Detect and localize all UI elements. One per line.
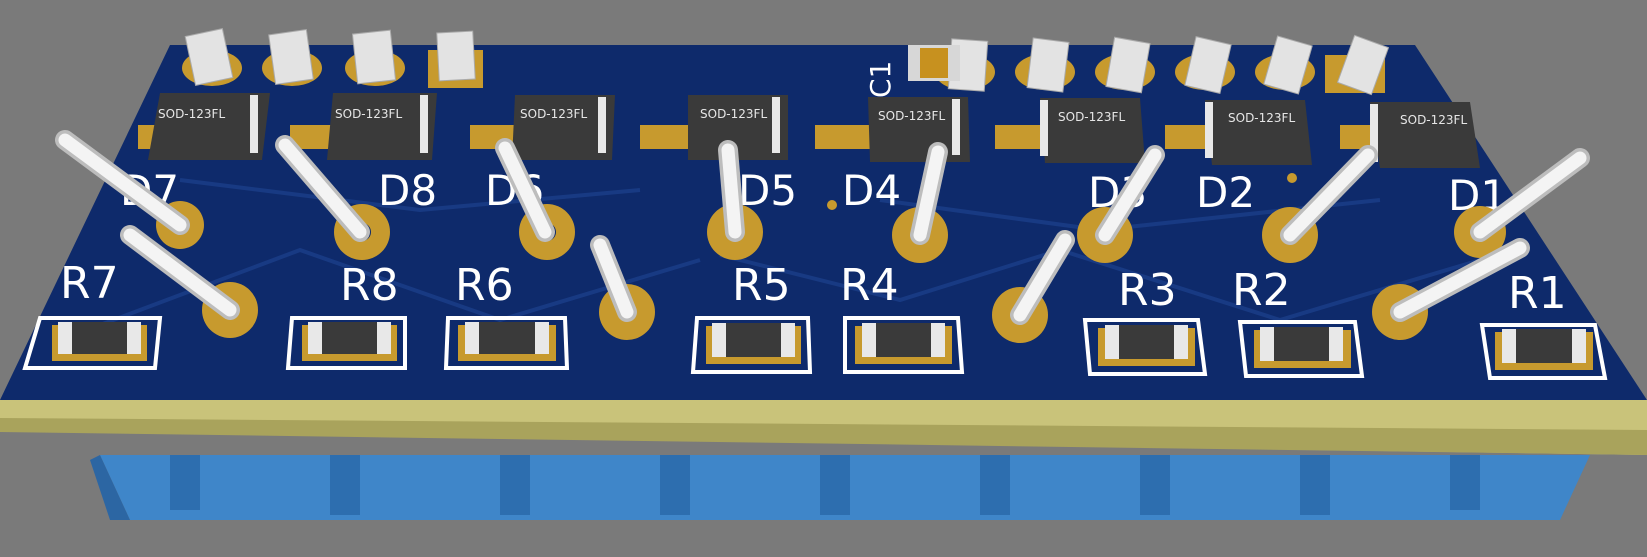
svg-text:SOD-123FL: SOD-123FL [700,107,767,121]
label-r3: R3 [1118,265,1177,316]
wire-pins [55,130,1590,325]
svg-text:SOD-123FL: SOD-123FL [878,109,945,123]
label-d2: D2 [1196,168,1255,217]
label-r6: R6 [455,260,514,311]
svg-text:SOD-123FL: SOD-123FL [158,107,225,121]
label-r4: R4 [840,260,899,311]
resistor-labels: R7 R8 R6 R5 R4 R3 R2 R1 [60,258,1567,319]
c1-label: C1 [864,61,897,98]
diode-d7: SOD-123FL [148,93,270,160]
label-d8: D8 [378,166,437,215]
svg-text:SOD-123FL: SOD-123FL [520,107,587,121]
resistor-footprints [22,316,1608,380]
header-pins-left [182,28,483,88]
label-r2: R2 [1232,265,1291,316]
diode-d2: SOD-123FL [1205,100,1312,165]
diode-d1: SOD-123FL [1370,102,1480,168]
label-r1: R1 [1508,268,1567,319]
capacitor-c1: C1 [864,45,960,98]
diode-d5: SOD-123FL [688,95,788,160]
label-r8: R8 [340,260,399,311]
diode-d6: SOD-123FL [512,95,615,160]
svg-text:SOD-123FL: SOD-123FL [335,107,402,121]
diode-d3: SOD-123FL [1040,98,1145,163]
label-d4: D4 [842,166,901,215]
vias [827,173,1297,210]
label-r5: R5 [732,260,791,311]
svg-text:SOD-123FL: SOD-123FL [1400,113,1467,127]
diode-d8: SOD-123FL [327,93,437,160]
header-pins-right [935,34,1390,96]
label-d5: D5 [738,166,797,215]
svg-text:SOD-123FL: SOD-123FL [1228,111,1295,125]
diode-d4: SOD-123FL [868,97,970,162]
diode-row: SOD-123FL SOD-123FL SOD-123FL SOD-123FL … [148,93,1480,168]
svg-text:SOD-123FL: SOD-123FL [1058,110,1125,124]
connector-housing [90,455,1590,520]
label-r7: R7 [60,258,119,309]
